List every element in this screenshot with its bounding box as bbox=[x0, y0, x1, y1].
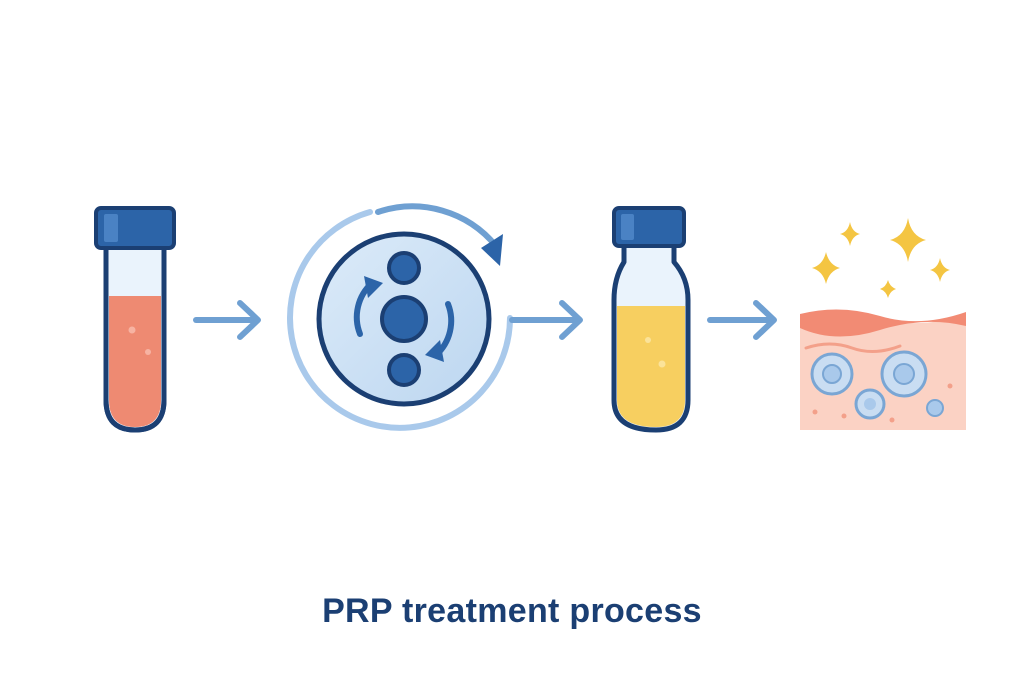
arrow-right-icon bbox=[193, 300, 261, 340]
sparkle-icon bbox=[812, 218, 950, 298]
arrow-right-icon bbox=[707, 300, 777, 340]
diagram-caption: PRP treatment process bbox=[322, 592, 702, 630]
arrow-right-icon bbox=[509, 300, 583, 340]
cell-icon bbox=[854, 388, 886, 420]
centrifuge-icon bbox=[287, 203, 513, 431]
cell-icon bbox=[880, 350, 928, 398]
blood-tube-icon bbox=[94, 206, 176, 433]
plasma-vial-icon bbox=[611, 206, 691, 433]
skin-treatment-icon bbox=[800, 218, 966, 430]
cell-icon bbox=[810, 352, 854, 396]
